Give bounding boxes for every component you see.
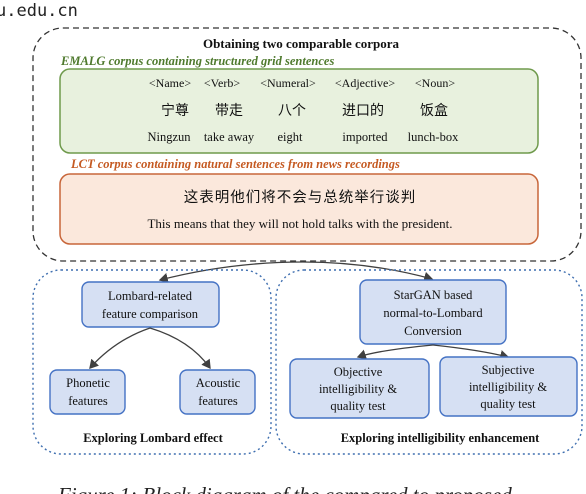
grid-en-adjective: imported [342, 130, 388, 144]
lombard-panel-footer: Exploring Lombard effect [83, 431, 223, 445]
acoustic-label-2: features [198, 394, 238, 408]
grid-en-numeral: eight [278, 130, 304, 144]
lct-box [59, 173, 539, 245]
emalg-caption: EMALG corpus containing structured grid … [60, 54, 334, 68]
grid-en-name: Ningzun [147, 130, 191, 144]
grid-english: Ningzun take away eight imported lunch-b… [147, 130, 459, 144]
intelligibility-panel [275, 269, 583, 455]
header-fragment: u.edu.cn [0, 1, 78, 21]
subjective-label-3: quality test [480, 397, 536, 411]
lombard-effect-panel [32, 269, 272, 455]
lombard-feature-label-2: feature comparison [102, 307, 199, 321]
phonetic-label-1: Phonetic [66, 376, 110, 390]
connector-to-acoustic [149, 327, 211, 370]
grid-cn-verb: 带走 [215, 103, 243, 119]
subjective-label-2: intelligibility & [469, 380, 547, 394]
subjective-test-box [439, 356, 578, 417]
grid-tag-adjective: <Adjective> [335, 76, 395, 90]
connector-to-objective [356, 344, 434, 360]
lct-chinese-sentence: 这表明他们将不会与总统举行谈判 [184, 189, 417, 206]
grid-cn-numeral: 八个 [278, 103, 306, 119]
intelligibility-panel-footer: Exploring intelligibility enhancement [341, 431, 540, 445]
grid-cn-adjective: 进口的 [342, 103, 384, 119]
grid-cn-name: 宁尊 [161, 102, 189, 119]
connector-to-left-panel [158, 261, 304, 284]
phonetic-label-2: features [68, 394, 108, 408]
lombard-feature-box [81, 281, 220, 328]
connector-to-subjective [432, 344, 510, 361]
corpora-title: Obtaining two comparable corpora [203, 36, 400, 51]
subjective-label-1: Subjective [482, 363, 535, 377]
grid-tag-name: <Name> [149, 76, 191, 90]
grid-cn-noun: 饭盒 [420, 102, 448, 119]
figure-caption-fragment: Figure 1: Block diagram of the compared … [57, 483, 512, 494]
objective-label-2: intelligibility & [319, 382, 397, 396]
connector-to-right-panel [302, 261, 434, 282]
grid-tag-noun: <Noun> [415, 76, 455, 90]
grid-en-verb: take away [204, 130, 255, 144]
stargan-label-3: Conversion [404, 324, 462, 338]
objective-label-1: Objective [334, 365, 383, 379]
acoustic-label-1: Acoustic [196, 376, 241, 390]
objective-test-box [289, 358, 430, 419]
grid-tag-verb: <Verb> [204, 76, 240, 90]
stargan-label-2: normal-to-Lombard [383, 306, 483, 320]
phonetic-features-box [49, 369, 126, 415]
lct-caption: LCT corpus containing natural sentences … [70, 157, 400, 171]
grid-tags: <Name> <Verb> <Numeral> <Adjective> <Nou… [149, 76, 455, 90]
grid-chinese: 宁尊 带走 八个 进口的 饭盒 [161, 102, 448, 119]
grid-tag-numeral: <Numeral> [260, 76, 316, 90]
objective-label-3: quality test [330, 399, 386, 413]
acoustic-features-box [179, 369, 256, 415]
stargan-label-1: StarGAN based [394, 288, 474, 302]
emalg-box [59, 68, 539, 154]
corpora-container [32, 27, 582, 262]
grid-en-noun: lunch-box [408, 130, 459, 144]
lombard-feature-label-1: Lombard-related [108, 289, 193, 303]
connector-to-phonetic [89, 327, 151, 369]
lct-english-sentence: This means that they will not hold talks… [147, 216, 452, 231]
stargan-box [359, 279, 507, 345]
